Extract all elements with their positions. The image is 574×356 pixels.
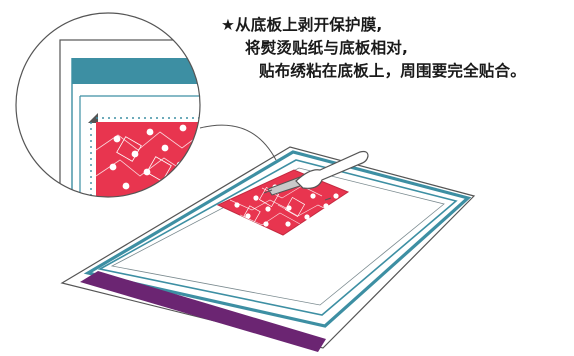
magnified-view xyxy=(15,12,201,198)
teal-frame-inner xyxy=(97,159,458,316)
spatula-icon xyxy=(263,150,369,201)
purple-strip xyxy=(80,271,326,352)
instruction-line-2: 将熨烫贴纸与底板相对, xyxy=(245,39,409,57)
leader-line xyxy=(199,124,277,161)
instruction-line-3: 贴布绣粘在底板上，周围要完全贴合。 xyxy=(259,62,526,80)
instruction-text: ★从底板上剥开保护膜, 将熨烫贴纸与底板相对, 贴布绣粘在底板上，周围要完全贴合… xyxy=(221,14,571,83)
zoom-teal-band xyxy=(72,58,200,84)
embroidery-board xyxy=(60,146,476,352)
magnifier-rim xyxy=(15,12,201,198)
sticker-pattern xyxy=(229,185,337,226)
instruction-line-1: ★从底板上剥开保护膜, xyxy=(221,16,383,34)
corner-marker xyxy=(88,113,98,123)
teal-frame-outer xyxy=(83,150,472,328)
